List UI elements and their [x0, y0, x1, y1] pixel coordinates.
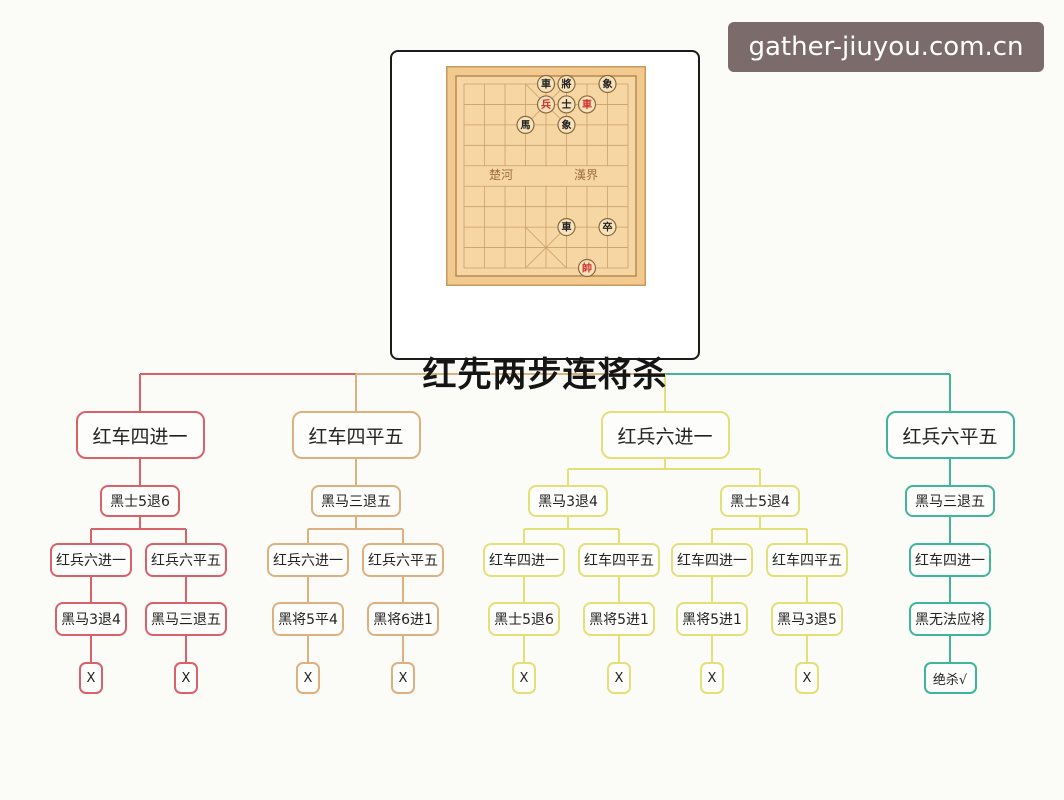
chess-piece-label: 卒 [603, 221, 613, 234]
move-node: 黑马三退五 [905, 485, 995, 517]
river-label-right: 漢界 [574, 168, 598, 182]
move-node: 黑马三退五 [145, 602, 227, 636]
move-node: 红车四进一 [909, 543, 991, 577]
watermark: gather-jiuyou.com.cn [728, 22, 1044, 72]
chess-piece: 車 [536, 74, 556, 94]
move-node: 黑马3退4 [528, 485, 608, 517]
result-node: X [296, 662, 320, 694]
move-node: 红车四平五 [766, 543, 848, 577]
chess-piece-label: 士 [562, 98, 572, 111]
chess-piece: 士 [557, 95, 576, 114]
move-node: 黑将5平4 [272, 602, 344, 636]
branch-node: 红车四平五 [291, 411, 421, 459]
chess-piece-label: 兵 [541, 98, 551, 111]
branch-node: 红兵六进一 [600, 411, 730, 459]
chess-piece: 象 [557, 115, 576, 134]
chess-piece: 兵 [536, 95, 556, 114]
chess-piece: 車 [557, 218, 576, 237]
move-node: 黑士5退6 [488, 602, 560, 636]
chess-piece: 馬 [516, 115, 535, 134]
chess-piece-label: 馬 [521, 119, 531, 131]
result-node: X [174, 662, 198, 694]
chess-piece: 卒 [598, 218, 617, 237]
chess-piece-label: 車 [582, 98, 592, 111]
move-node: 黑士5退4 [720, 485, 800, 517]
chess-piece-label: 將 [562, 78, 572, 91]
root-title: 红先两步连将杀 [422, 355, 668, 395]
result-node: X [700, 662, 724, 694]
branch-node: 红车四进一 [75, 411, 205, 459]
chess-piece: 象 [598, 74, 617, 94]
result-node: X [512, 662, 536, 694]
move-node: 红车四进一 [671, 543, 753, 577]
chess-piece: 帥 [577, 258, 597, 278]
chess-piece-label: 帥 [582, 262, 592, 275]
move-node: 红车四平五 [578, 543, 660, 577]
chess-piece-label: 象 [562, 118, 572, 131]
move-node: 黑将5进1 [676, 602, 748, 636]
chess-piece-label: 車 [562, 221, 572, 234]
result-node: X [795, 662, 819, 694]
move-node: 黑马三退五 [311, 485, 401, 517]
chess-piece-label: 車 [541, 78, 551, 91]
chess-board-diagram: 楚河 漢界 車將象兵士車馬象車卒帥 [446, 66, 646, 286]
move-node: 黑士5退6 [100, 485, 180, 517]
chess-piece: 將 [557, 74, 576, 94]
move-node: 黑将5进1 [583, 602, 655, 636]
chess-piece-label: 象 [603, 78, 613, 91]
result-node: X [79, 662, 103, 694]
move-node: 红兵六进一 [50, 543, 132, 577]
move-node: 黑马3退5 [771, 602, 843, 636]
move-node: 黑马3退4 [55, 602, 127, 636]
move-node: 黑无法应将 [909, 602, 991, 636]
move-node: 红兵六平五 [362, 543, 444, 577]
river-label-left: 楚河 [489, 168, 513, 182]
result-node: X [607, 662, 631, 694]
branch-node: 红兵六平五 [885, 411, 1015, 459]
move-node: 黑将6进1 [367, 602, 439, 636]
result-node: X [391, 662, 415, 694]
chess-piece: 車 [577, 95, 597, 114]
move-node: 红车四进一 [483, 543, 565, 577]
move-node: 红兵六平五 [145, 543, 227, 577]
move-node: 红兵六进一 [267, 543, 349, 577]
result-node: 绝杀√ [923, 662, 977, 694]
